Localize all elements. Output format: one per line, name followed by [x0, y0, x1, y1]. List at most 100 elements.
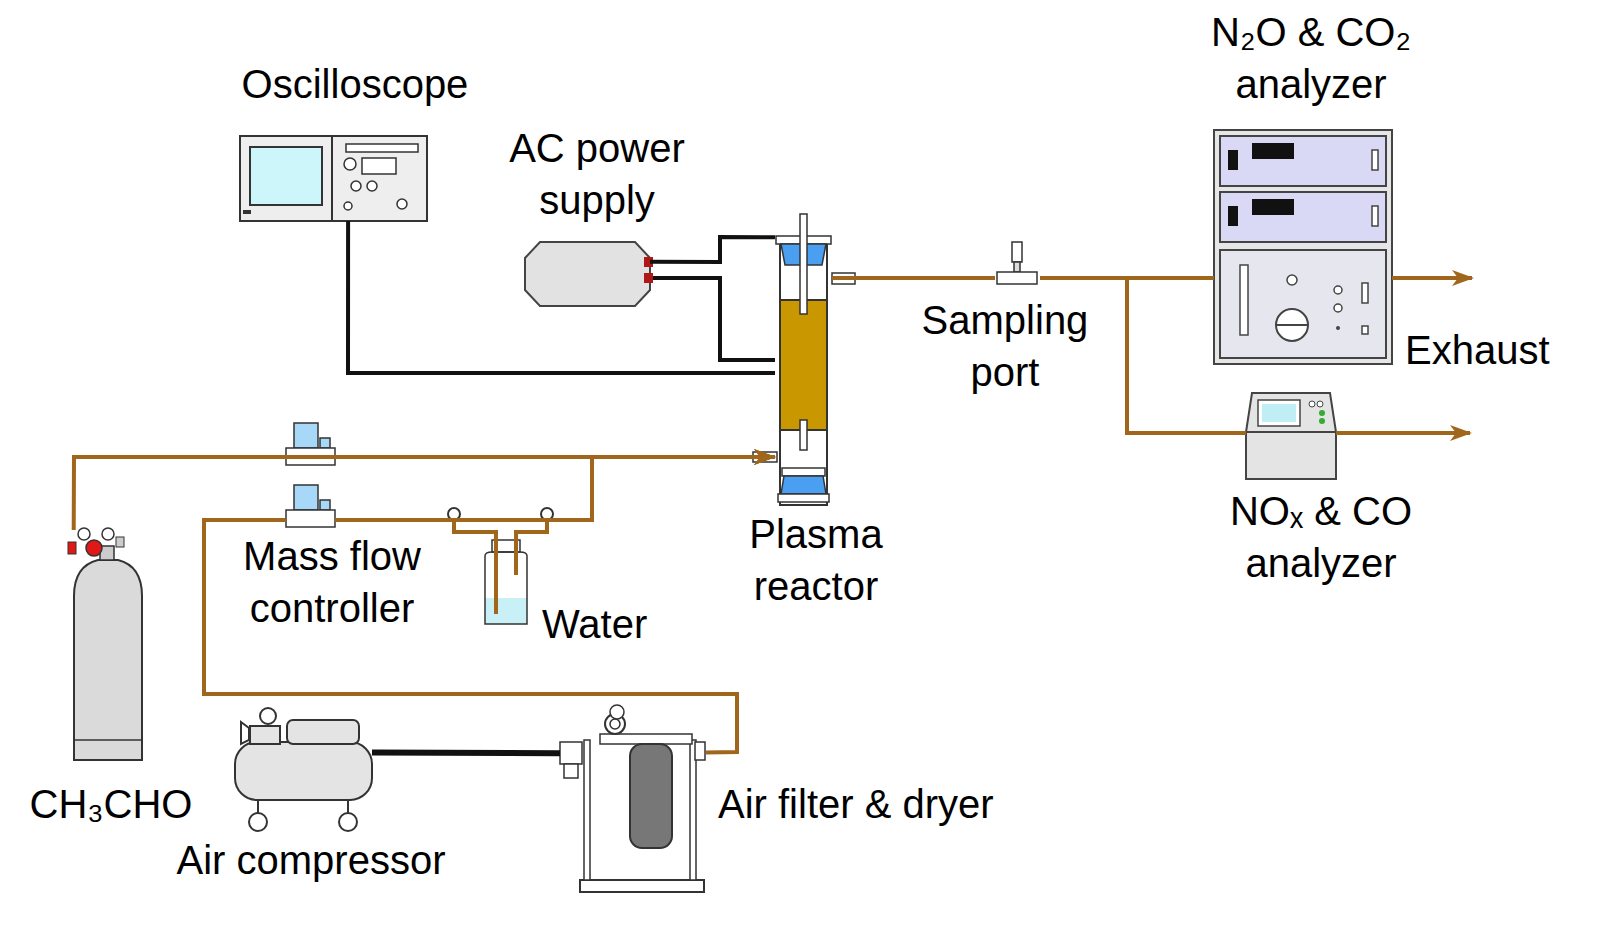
plasma-reactor-drawing-part — [781, 476, 826, 494]
oscilloscope-drawing-part — [243, 210, 251, 214]
analyzer-drawing-part — [1228, 206, 1238, 226]
gas-analyzer-drawing — [1246, 393, 1336, 479]
gas-pipe — [204, 520, 737, 753]
sampling-port-drawing-part — [997, 272, 1037, 284]
oscilloscope-drawing-part — [351, 181, 361, 191]
analyzer: N₂O & CO₂ analyzer — [1214, 130, 1392, 364]
analyzer-drawing-part — [1240, 265, 1248, 335]
gas-analyzer-drawing-part — [1317, 401, 1323, 407]
analyzer-drawing-part — [1276, 309, 1308, 341]
equipment-label: Plasma reactor — [696, 508, 936, 612]
mass-flow-controller: Mass flow controller — [286, 485, 335, 527]
power-supply: AC power supply — [525, 242, 650, 306]
sampling-port-drawing — [997, 242, 1037, 284]
wire — [650, 237, 775, 262]
exhaust-label: Exhaust — [1405, 324, 1550, 376]
air-filter-dryer-drawing-part — [580, 880, 704, 892]
exhaust-arrow-part — [1392, 276, 1472, 280]
gas-cylinder-drawing-part — [86, 540, 102, 556]
gas-cylinder-drawing — [68, 528, 142, 760]
air-filter-dryer-drawing-part — [630, 744, 672, 848]
analyzer-drawing-part — [1362, 326, 1368, 334]
gas-analyzer-drawing-part — [1246, 432, 1336, 479]
equipment-label: AC power supply — [487, 122, 707, 226]
analyzer-drawing-part — [1287, 275, 1297, 285]
plasma-reactor-drawing — [753, 214, 855, 505]
equipment-label: Air compressor — [166, 834, 456, 886]
plasma-reactor-drawing-part — [780, 300, 827, 430]
analyzer-drawing-part — [1334, 304, 1342, 312]
oscilloscope-drawing-part — [362, 158, 396, 174]
oscilloscope-drawing-part — [344, 158, 356, 170]
air-filter-dryer-drawing-part — [695, 742, 705, 760]
water-bottle-drawing-part — [514, 540, 518, 575]
oscilloscope-drawing-part — [346, 144, 418, 152]
equipment-label: N₂O & CO₂ analyzer — [1166, 6, 1456, 110]
mass-flow-controller-drawing-part — [320, 438, 330, 448]
air-filter-dryer-drawing-part — [600, 734, 692, 744]
air-compressor-drawing — [235, 708, 372, 831]
oscilloscope-drawing-part — [397, 199, 407, 209]
gas-cylinder: CH₃CHO — [66, 530, 143, 760]
sampling-port-drawing-part — [1012, 242, 1022, 262]
gas-analyzer: NOₓ & CO analyzer — [1246, 393, 1336, 479]
analyzer-drawing-part — [1252, 143, 1294, 159]
analyzer-drawing-part — [1252, 199, 1294, 215]
power-supply-drawing-part — [653, 278, 775, 360]
air-filter-dryer-drawing-part — [690, 740, 696, 880]
air-compressor-drawing-part — [257, 800, 259, 813]
gas-pipe — [516, 457, 775, 540]
oscilloscope-drawing-part — [331, 136, 333, 221]
mass-flow-controller-drawing-part — [294, 423, 318, 448]
oscilloscope-drawing — [240, 136, 427, 221]
plasma-reactor-drawing-part — [782, 468, 825, 476]
analyzer-drawing-part — [1362, 283, 1368, 303]
air-compressor-drawing-part — [249, 813, 267, 831]
analyzer-drawing-part — [1220, 250, 1386, 358]
air-compressor-drawing-part — [347, 800, 349, 813]
analyzer-drawing-part — [1228, 150, 1238, 170]
oscilloscope-drawing-part — [367, 181, 377, 191]
gas-pipe — [832, 276, 995, 280]
oscilloscope-drawing-part — [344, 202, 352, 210]
mass-flow-controller-drawing-part — [320, 500, 330, 510]
wire — [372, 750, 560, 757]
equipment-label: Oscilloscope — [200, 58, 510, 110]
equipment-label: Sampling port — [885, 294, 1125, 398]
analyzer-drawing-part — [1334, 286, 1342, 294]
analyzer-drawing-part — [1276, 324, 1308, 326]
water-bottle-drawing-part — [494, 540, 498, 614]
equipment-label: Air filter & dryer — [718, 778, 1098, 830]
gas-cylinder-drawing-part — [116, 537, 124, 547]
analyzer-drawing-part — [1372, 206, 1378, 226]
oscilloscope: Oscilloscope — [240, 136, 427, 221]
mass-flow-controller-drawing-part — [294, 485, 318, 510]
analyzer-drawing — [1214, 130, 1392, 364]
oscilloscope-drawing-part — [240, 136, 427, 221]
gas-analyzer-drawing-part — [1319, 410, 1325, 416]
air-filter-dryer-drawing-part — [584, 740, 590, 880]
mass-flow-controller-drawing-part — [286, 510, 335, 527]
plasma-reactor-drawing-part — [800, 214, 807, 314]
gas-analyzer-drawing-part — [1309, 401, 1315, 407]
air-filter-dryer-drawing-part — [560, 742, 582, 764]
gas-cylinder-drawing-part — [74, 739, 142, 741]
water-bottle-drawing — [448, 508, 553, 624]
wire — [348, 221, 775, 373]
equipment-label: Mass flow controller — [212, 530, 452, 634]
water-bottle: Water — [485, 540, 527, 624]
air-filter-dryer-drawing-part — [610, 719, 620, 729]
plasma-reactor: Plasma reactor — [775, 214, 832, 505]
air-compressor-drawing-part — [235, 742, 372, 800]
air-filter-dryer: Air filter & dryer — [560, 702, 706, 892]
air-compressor-drawing-part — [250, 726, 280, 744]
plasma-reactor-drawing-part — [800, 420, 807, 450]
sampling-port-drawing-part — [1014, 262, 1020, 272]
power-supply-drawing — [525, 242, 775, 360]
equipment-label: Water — [542, 598, 692, 650]
equipment-label: CH₃CHO — [6, 778, 216, 830]
gas-cylinder-drawing-part — [74, 560, 142, 760]
air-filter-dryer-drawing — [560, 705, 705, 892]
oscilloscope-drawing-part — [250, 147, 322, 205]
exhaust-arrow-part — [1336, 431, 1470, 435]
